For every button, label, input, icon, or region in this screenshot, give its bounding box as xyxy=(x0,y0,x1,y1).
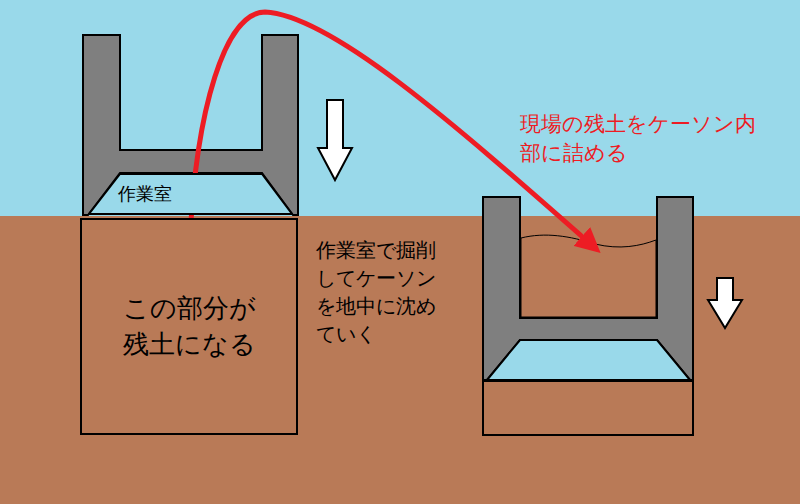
block-outline xyxy=(80,218,298,435)
filled-soil xyxy=(521,235,656,317)
caisson-body xyxy=(483,197,693,380)
sinking-arrow xyxy=(708,278,742,328)
work-chamber xyxy=(487,340,690,380)
note-text: 現場の残土をケーソン内 部に詰める xyxy=(520,110,790,169)
node-text: この部分が 残土になる xyxy=(88,291,290,361)
caisson-body xyxy=(83,35,298,215)
chamber-outline xyxy=(89,174,292,214)
work-chamber-label: 作業室 xyxy=(88,173,293,215)
sky xyxy=(0,0,800,216)
note-text: 作業室で掘削 してケーソン を地中に沈め ていく xyxy=(316,236,476,348)
block-outline xyxy=(81,219,297,434)
excavation-outline xyxy=(483,381,693,435)
node-text: 作業室 xyxy=(118,182,172,206)
sinking-arrow xyxy=(318,100,352,180)
spoil-soil-block: この部分が 残土になる xyxy=(80,218,298,435)
